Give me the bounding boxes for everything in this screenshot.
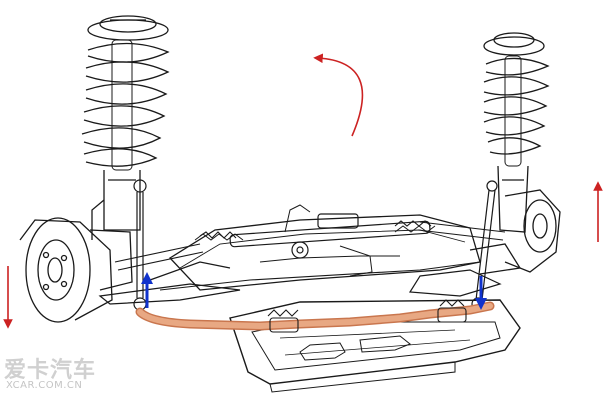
steering-rack bbox=[194, 204, 436, 277]
watermark-en: XCAR.COM.CN bbox=[6, 380, 83, 391]
watermark-logo: 爱卡汽车 XCAR.COM.CN bbox=[4, 352, 114, 396]
left-hub-disc bbox=[19, 217, 133, 323]
right-hub-knuckle bbox=[469, 189, 561, 275]
left-driveshaft bbox=[114, 231, 237, 271]
right-link-down-arrow bbox=[475, 276, 487, 310]
right-lower-arm bbox=[408, 269, 502, 297]
watermark-cn: 爱卡汽车 bbox=[4, 358, 97, 383]
subframe-crossmember bbox=[159, 214, 481, 291]
subframe-plate bbox=[229, 299, 521, 393]
left-link-up-arrow bbox=[141, 272, 153, 308]
roll-direction-arrow bbox=[313, 53, 364, 137]
left-strut bbox=[81, 15, 170, 240]
right-strut bbox=[483, 32, 550, 233]
left-lower-arm bbox=[98, 261, 241, 305]
anti-roll-bar bbox=[135, 299, 495, 333]
